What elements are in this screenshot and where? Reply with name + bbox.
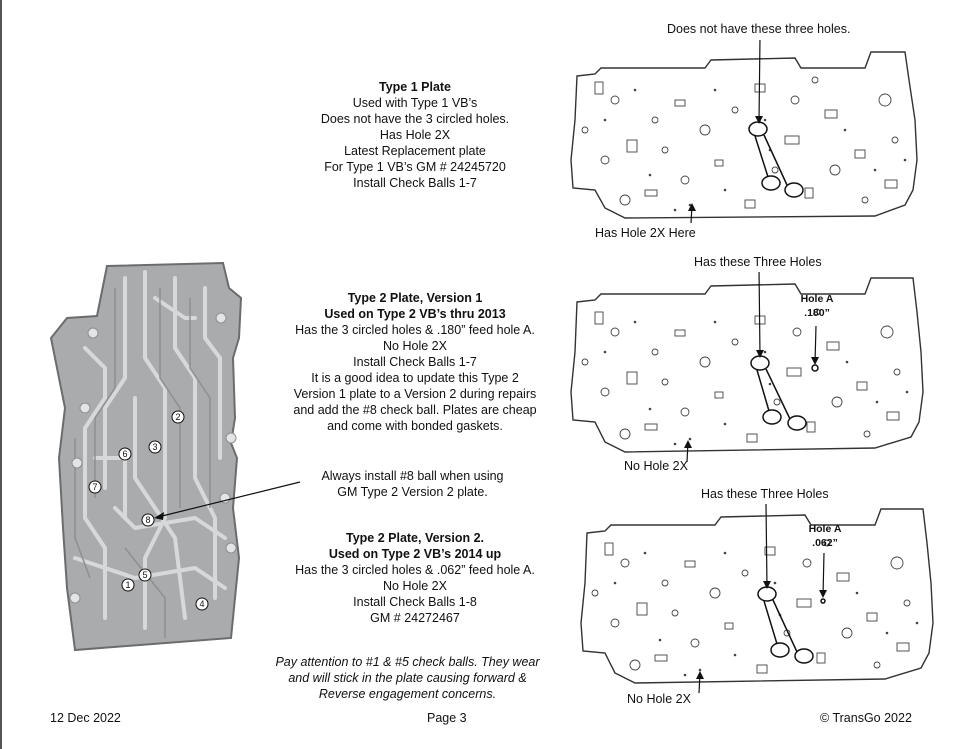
type2v2-subtitle: Used on Type 2 VB’s 2014 up (328, 547, 502, 561)
diagram1-top-label: Does not have these three holes. (667, 22, 851, 36)
footer-copyright: © TransGo 2022 (820, 711, 912, 725)
type2v2-text-block: Type 2 Plate, Version 2. Used on Type 2 … (280, 530, 550, 626)
type1-line: Has Hole 2X (379, 128, 451, 142)
diagram3-top-label: Has these Three Holes (701, 487, 829, 501)
valve-body-illustration: 2 3 6 7 8 5 1 4 (49, 261, 243, 652)
type2v1-line: Has the 3 circled holes & .180” feed hol… (295, 323, 535, 337)
type1-text-block: Type 1 Plate Used with Type 1 VB’s Does … (300, 79, 530, 191)
ball8-note-line: Always install #8 ball when using (321, 469, 504, 483)
type2v2-title: Type 2 Plate, Version 2. (345, 531, 485, 545)
attention-note: Pay attention to #1 & #5 check balls. Th… (260, 654, 555, 702)
check-ball-number: 8 (145, 515, 150, 525)
attention-note-line: Reverse engagement concerns. (318, 687, 497, 701)
page-left-border (0, 0, 2, 749)
type2v1-line: No Hole 2X (383, 339, 447, 353)
footer-date: 12 Dec 2022 (50, 711, 121, 725)
hole-a-size: .062” (812, 537, 838, 549)
type2v1-line: and add the #8 check ball. Plates are ch… (293, 403, 537, 417)
check-ball-number: 6 (122, 449, 127, 459)
attention-note-line: Pay attention to #1 & #5 check balls. Th… (275, 655, 540, 669)
hole-a-label: Hole A (809, 523, 842, 535)
plate-diagram-type2v2: Hole A .062” (580, 503, 934, 693)
attention-note-line: and will stick in the plate causing forw… (288, 671, 527, 685)
ball8-note-line: GM Type 2 Version 2 plate. (337, 485, 488, 499)
type2v1-title: Type 2 Plate, Version 1 (347, 291, 483, 305)
footer-page-number: Page 3 (427, 711, 467, 725)
type2v2-line: Install Check Balls 1-8 (353, 595, 477, 609)
type1-line: Latest Replacement plate (344, 144, 486, 158)
type2v1-line: Version 1 plate to a Version 2 during re… (293, 387, 537, 401)
type2v1-subtitle: Used on Type 2 VB’s thru 2013 (324, 307, 506, 321)
check-ball-number: 1 (125, 580, 130, 590)
type2v1-line: Install Check Balls 1-7 (353, 355, 477, 369)
ball8-note: Always install #8 ball when using GM Typ… (300, 468, 525, 500)
type2v2-line: No Hole 2X (383, 579, 447, 593)
hole-a-size: .180” (804, 307, 830, 319)
type1-line: For Type 1 VB’s GM # 24245720 (324, 160, 506, 174)
diagram1-bottom-label: Has Hole 2X Here (595, 226, 696, 240)
type2v2-line: Has the 3 circled holes & .062” feed hol… (295, 563, 535, 577)
plate-diagram-type1 (570, 40, 918, 224)
type2v1-line: It is a good idea to update this Type 2 (311, 371, 519, 385)
plate-diagram-type2v1: Hole A .180” (570, 272, 924, 462)
type2v1-text-block: Type 2 Plate, Version 1 Used on Type 2 V… (280, 290, 550, 434)
type1-line: Install Check Balls 1-7 (353, 176, 477, 190)
type1-line: Used with Type 1 VB’s (352, 96, 478, 110)
type2v1-line: and come with bonded gaskets. (327, 419, 503, 433)
check-ball-number: 5 (142, 570, 147, 580)
check-ball-number: 4 (199, 599, 204, 609)
check-ball-number: 7 (92, 482, 97, 492)
type1-line: Does not have the 3 circled holes. (320, 112, 510, 126)
diagram3-bottom-label: No Hole 2X (627, 692, 691, 706)
diagram2-bottom-label: No Hole 2X (624, 459, 688, 473)
check-ball-number: 3 (152, 442, 157, 452)
diagram2-top-label: Has these Three Holes (694, 255, 822, 269)
check-ball-number: 2 (175, 412, 180, 422)
type2v2-line: GM # 24272467 (370, 611, 460, 625)
hole-a-label: Hole A (801, 293, 834, 305)
type1-title: Type 1 Plate (378, 80, 452, 94)
